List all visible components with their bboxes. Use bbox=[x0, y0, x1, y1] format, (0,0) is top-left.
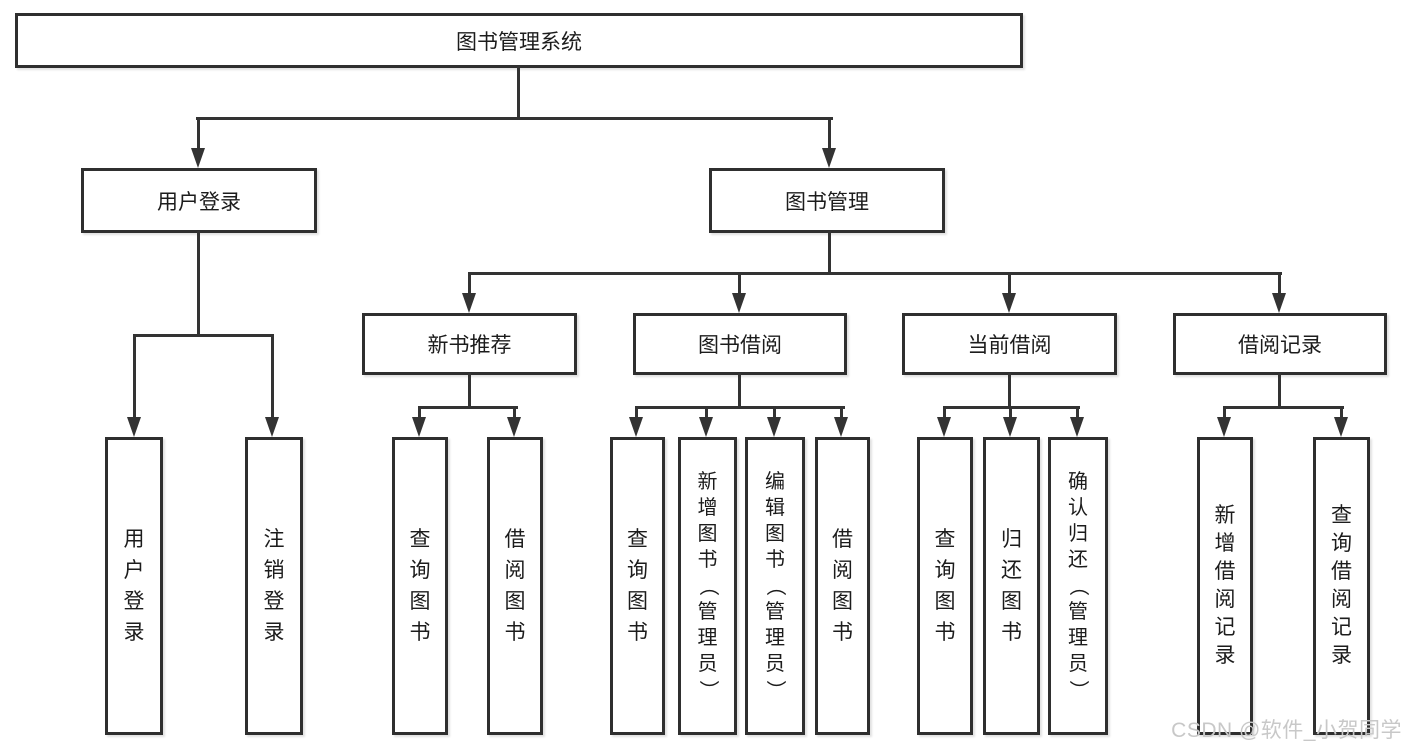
node-label: 图书管理 bbox=[785, 190, 869, 214]
arrow-down-icon bbox=[462, 293, 476, 313]
arrow-down-icon bbox=[732, 293, 746, 313]
node-current-borrow: 当前借阅 bbox=[902, 313, 1117, 375]
arrow-down-icon bbox=[1334, 417, 1348, 437]
connector-line bbox=[197, 118, 200, 150]
leaf-current-query-books: 查询图书 bbox=[917, 437, 973, 735]
connector-line bbox=[828, 231, 831, 274]
connector-line bbox=[468, 273, 471, 294]
leaf-current-confirm-return-admin: 确认归还（管理员） bbox=[1048, 437, 1108, 735]
connector-line bbox=[418, 407, 421, 418]
leaf-label: 新增图书（管理员） bbox=[696, 471, 719, 700]
csdn-watermark: CSDN @软件_小贺同学 bbox=[1171, 719, 1402, 742]
connector-line bbox=[517, 66, 520, 118]
connector-line bbox=[197, 231, 200, 336]
arrow-down-icon bbox=[1002, 293, 1016, 313]
leaf-label: 新增借阅记录 bbox=[1214, 504, 1236, 667]
leaf-recommend-borrow-books: 借阅图书 bbox=[487, 437, 543, 735]
leaf-label: 查询图书 bbox=[934, 528, 956, 644]
leaf-label: 确认归还（管理员） bbox=[1067, 471, 1089, 700]
leaf-records-add-record: 新增借阅记录 bbox=[1197, 437, 1253, 735]
node-new-book-recommend: 新书推荐 bbox=[362, 313, 577, 375]
connector-line bbox=[1223, 407, 1226, 418]
arrow-down-icon bbox=[834, 417, 848, 437]
leaf-borrow-add-books-admin: 新增图书（管理员） bbox=[678, 437, 737, 735]
leaf-label: 用户登录 bbox=[123, 528, 145, 644]
node-label: 图书管理系统 bbox=[456, 30, 582, 54]
connector-line bbox=[1008, 273, 1011, 294]
connector-line bbox=[271, 335, 274, 418]
leaf-current-return-books: 归还图书 bbox=[983, 437, 1040, 735]
node-book-management: 图书管理 bbox=[709, 168, 945, 233]
arrow-down-icon bbox=[1272, 293, 1286, 313]
arrow-down-icon bbox=[937, 417, 951, 437]
arrow-down-icon bbox=[699, 417, 713, 437]
arrow-down-icon bbox=[412, 417, 426, 437]
connector-line bbox=[133, 335, 136, 418]
connector-line bbox=[738, 373, 741, 407]
connector-line bbox=[196, 117, 833, 120]
connector-line bbox=[418, 406, 518, 409]
arrow-down-icon bbox=[265, 417, 279, 437]
arrow-down-icon bbox=[822, 148, 836, 168]
leaf-logout: 注销登录 bbox=[245, 437, 303, 735]
connector-line bbox=[635, 406, 845, 409]
arrow-down-icon bbox=[629, 417, 643, 437]
leaf-label: 借阅图书 bbox=[504, 528, 526, 644]
node-label: 用户登录 bbox=[157, 190, 241, 214]
leaf-records-query-record: 查询借阅记录 bbox=[1313, 437, 1370, 735]
connector-line bbox=[840, 407, 843, 418]
leaf-label: 借阅图书 bbox=[832, 528, 853, 644]
connector-line bbox=[468, 272, 1282, 275]
leaf-label: 归还图书 bbox=[1001, 528, 1022, 644]
connector-line bbox=[1340, 407, 1343, 418]
connector-line bbox=[468, 373, 471, 407]
connector-line bbox=[1223, 406, 1344, 409]
connector-line bbox=[1278, 273, 1281, 294]
connector-line bbox=[133, 334, 274, 337]
leaf-user-login: 用户登录 bbox=[105, 437, 163, 735]
node-label: 借阅记录 bbox=[1238, 334, 1322, 357]
arrow-down-icon bbox=[127, 417, 141, 437]
node-label: 当前借阅 bbox=[967, 334, 1052, 357]
connector-line bbox=[1076, 407, 1079, 418]
connector-line bbox=[513, 407, 516, 418]
leaf-label: 注销登录 bbox=[263, 528, 285, 644]
arrow-down-icon bbox=[507, 417, 521, 437]
node-label: 图书借阅 bbox=[698, 334, 782, 357]
leaf-label: 查询借阅记录 bbox=[1331, 504, 1352, 667]
node-library-system: 图书管理系统 bbox=[15, 13, 1023, 68]
connector-line bbox=[1008, 373, 1011, 407]
arrow-down-icon bbox=[1003, 417, 1017, 437]
connector-line bbox=[943, 407, 946, 418]
node-label: 新书推荐 bbox=[427, 334, 512, 357]
arrow-down-icon bbox=[1070, 417, 1084, 437]
connector-line bbox=[828, 118, 831, 150]
connector-line bbox=[738, 273, 741, 294]
connector-line bbox=[1009, 407, 1012, 418]
arrow-down-icon bbox=[1217, 417, 1231, 437]
leaf-label: 查询图书 bbox=[627, 528, 648, 644]
node-book-borrow: 图书借阅 bbox=[633, 313, 847, 375]
leaf-borrow-edit-books-admin: 编辑图书（管理员） bbox=[745, 437, 805, 735]
leaf-label: 查询图书 bbox=[409, 528, 431, 644]
connector-line bbox=[635, 407, 638, 418]
node-borrow-records: 借阅记录 bbox=[1173, 313, 1387, 375]
connector-line bbox=[705, 407, 708, 418]
connector-line bbox=[773, 407, 776, 418]
connector-line bbox=[1278, 373, 1281, 407]
arrow-down-icon bbox=[191, 148, 205, 168]
arrow-down-icon bbox=[767, 417, 781, 437]
leaf-recommend-query-books: 查询图书 bbox=[392, 437, 448, 735]
leaf-borrow-borrow-books: 借阅图书 bbox=[815, 437, 870, 735]
leaf-borrow-query-books: 查询图书 bbox=[610, 437, 665, 735]
node-user-login: 用户登录 bbox=[81, 168, 317, 233]
leaf-label: 编辑图书（管理员） bbox=[764, 471, 786, 700]
